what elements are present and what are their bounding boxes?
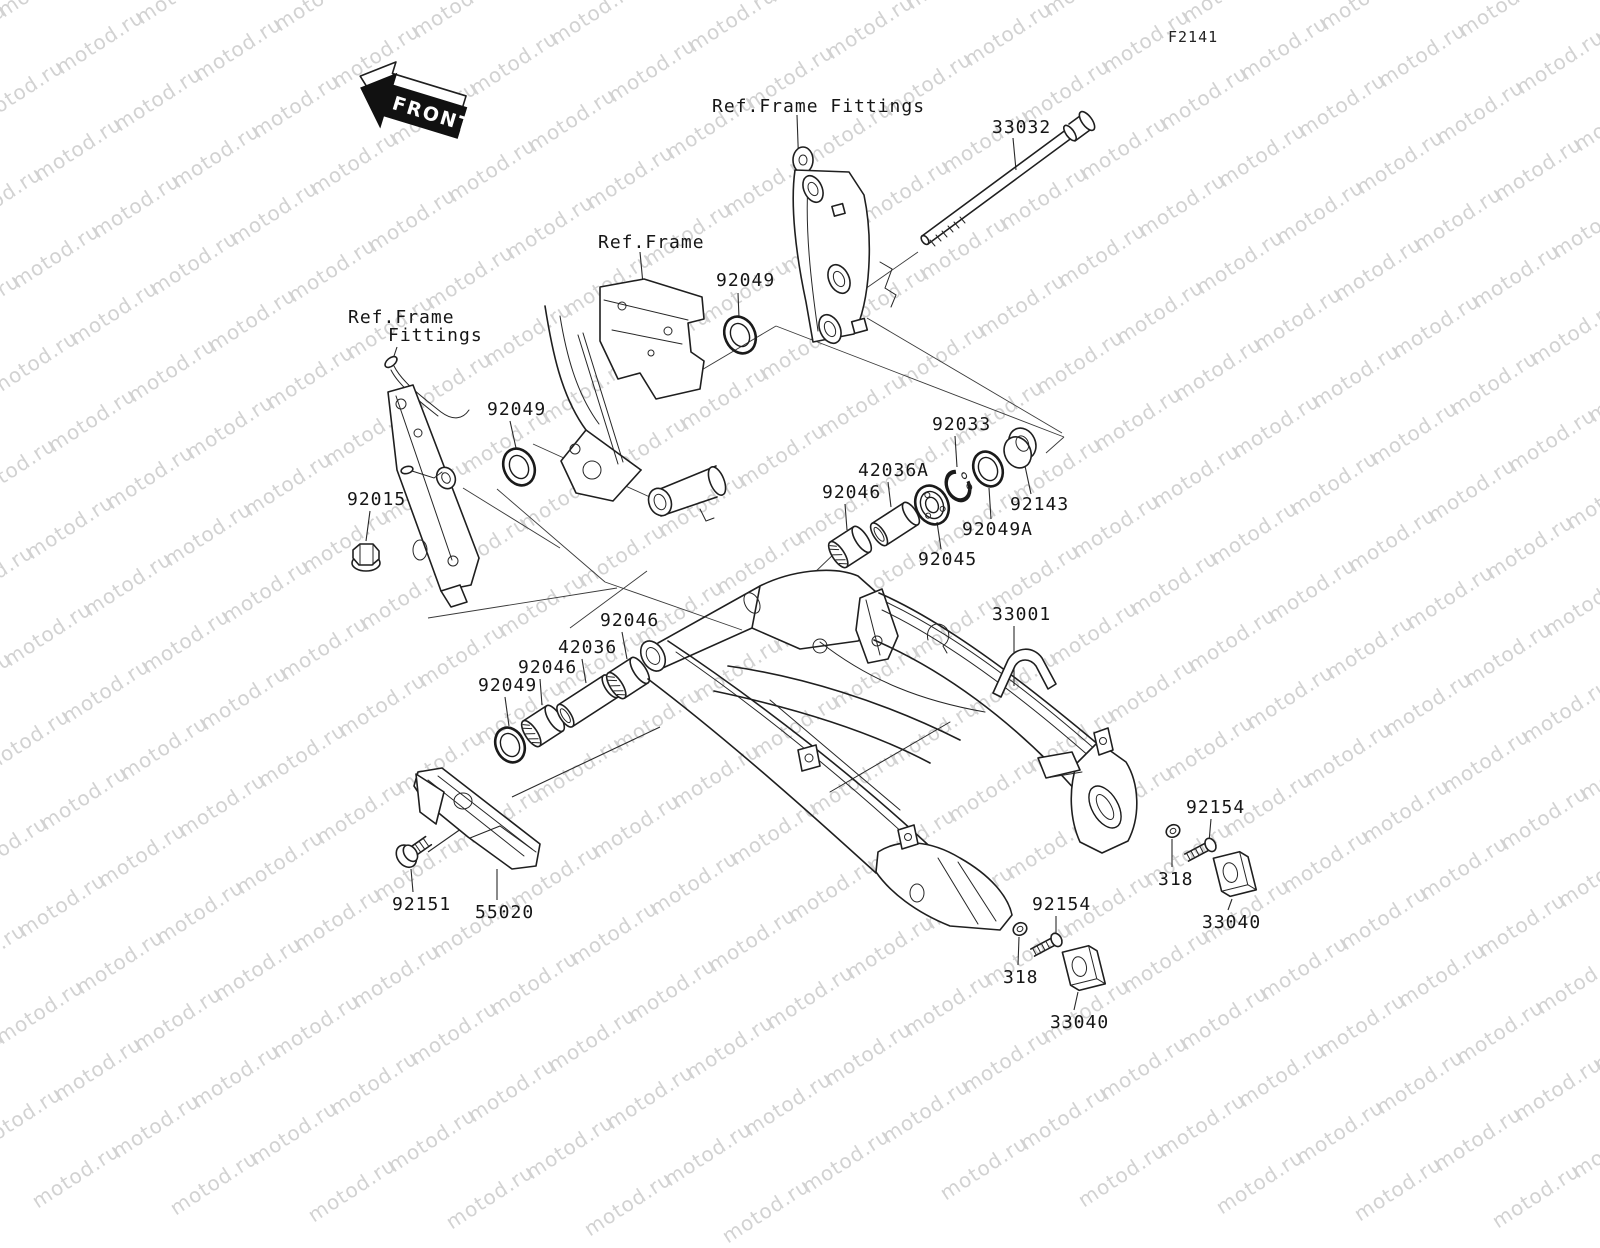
- part-label-92046-b: 92046: [600, 610, 659, 631]
- part-label-92033: 92033: [932, 414, 991, 435]
- part-label-92049-lower: 92049: [478, 675, 537, 696]
- part-label-92015: 92015: [347, 489, 406, 510]
- part-label-92049-top: 92049: [716, 270, 775, 291]
- part-label-33040-a: 33040: [1202, 912, 1261, 933]
- part-label-92049A: 92049A: [962, 519, 1033, 540]
- part-label-33001: 33001: [992, 604, 1051, 625]
- part-label-92143: 92143: [1010, 494, 1069, 515]
- part-label-92049-left: 92049: [487, 399, 546, 420]
- part-label-ref-frame-fittings-left-2: Fittings: [388, 325, 483, 346]
- part-label-55020: 55020: [475, 902, 534, 923]
- part-label-diagram-code: F2141: [1168, 28, 1218, 46]
- part-label-33032: 33032: [992, 117, 1051, 138]
- part-label-42036A: 42036A: [858, 460, 929, 481]
- part-label-92154-a: 92154: [1186, 797, 1245, 818]
- part-label-92046-a: 92046: [822, 482, 881, 503]
- part-label-318-b: 318: [1003, 967, 1039, 988]
- part-label-ref-frame: Ref.Frame: [598, 232, 705, 253]
- part-label-92045: 92045: [918, 549, 977, 570]
- part-label-92151: 92151: [392, 894, 451, 915]
- part-label-42036: 42036: [558, 637, 617, 658]
- part-label-92154-b: 92154: [1032, 894, 1091, 915]
- part-label-33040-b: 33040: [1050, 1012, 1109, 1033]
- part-label-ref-frame-fittings-top: Ref.Frame Fittings: [712, 96, 925, 117]
- parts-diagram-page: { "page": { "code": "F2141", "watermark"…: [0, 0, 1600, 1200]
- part-label-318-a: 318: [1158, 869, 1194, 890]
